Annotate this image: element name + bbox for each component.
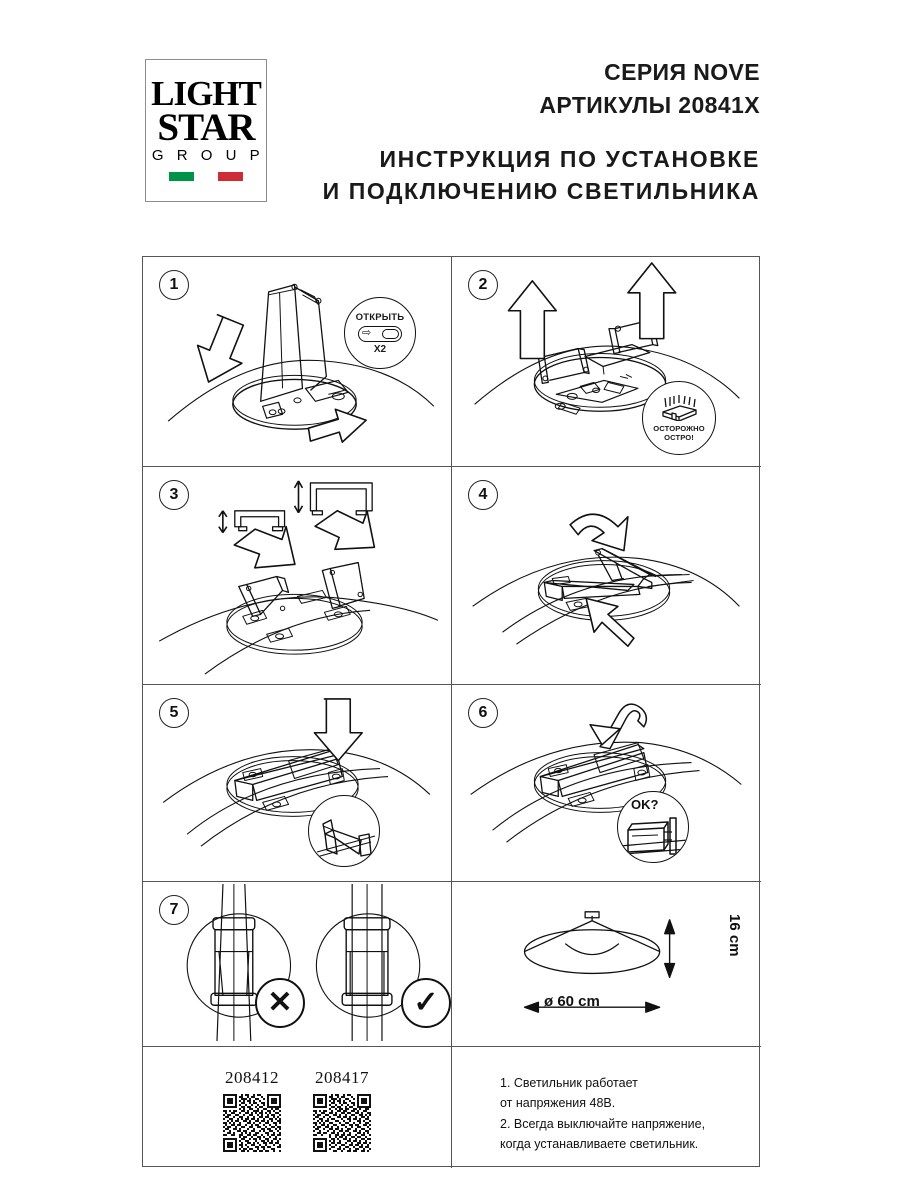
- dimensions-panel: ø 60 cm 16 cm: [452, 882, 761, 1047]
- qr-item[interactable]: 208412: [223, 1068, 281, 1152]
- document-header: LIGHT STAR G R O U P СЕРИЯ NOVE АРТИКУЛЫ…: [0, 0, 902, 240]
- note-line-4: когда устанавливаете светильник.: [500, 1136, 699, 1151]
- title-line-1: ИНСТРУКЦИЯ ПО УСТАНОВКЕ: [379, 145, 760, 172]
- notes-panel: 1. Светильник работает от напряжения 48В…: [452, 1047, 761, 1168]
- series-line: СЕРИЯ NOVE: [604, 59, 760, 85]
- article-line: АРТИКУЛЫ 20841X: [539, 92, 760, 119]
- note-line-1: 1. Светильник работает: [500, 1076, 638, 1090]
- logo-text-star: STAR: [157, 106, 255, 150]
- badge-ok-label: OK?: [631, 797, 659, 812]
- mark-wrong: ✕: [255, 978, 305, 1028]
- step-number-2: 2: [468, 270, 498, 300]
- badge-sharp-line1: ОСТОРОЖНО: [653, 423, 705, 433]
- step-1-illustration: [143, 257, 451, 466]
- note-line-2: от напряжения 48В.: [500, 1096, 616, 1111]
- qr-code-image[interactable]: [313, 1093, 371, 1152]
- logo-text-light: LIGHT: [151, 73, 262, 113]
- step-number-7: 7: [159, 895, 189, 925]
- qr-panel: 208412 208417: [143, 1047, 452, 1168]
- lamp-dimension-drawing: [452, 882, 761, 1046]
- check-icon: ✓: [413, 986, 439, 1019]
- steps-grid: 1: [142, 256, 761, 1168]
- slider-unlock-icon: ⇨: [358, 325, 402, 342]
- step-number-3: 3: [159, 480, 189, 510]
- step-3-illustration: [143, 467, 451, 684]
- italian-flag-icon: [169, 172, 244, 182]
- step-panel-3: 3: [143, 467, 452, 685]
- slider-knob-icon: [382, 328, 399, 339]
- diameter-label: ø 60 cm: [544, 993, 600, 1010]
- sharp-pins-icon: [662, 394, 697, 421]
- qr-item[interactable]: 208417: [313, 1068, 371, 1152]
- qr-code-image[interactable]: [223, 1093, 281, 1152]
- badge-open: ОТКРЫТЬ ⇨ X2: [344, 297, 416, 369]
- step-number-1: 1: [159, 270, 189, 300]
- header-text-block: СЕРИЯ NOVE АРТИКУЛЫ 20841X ИНСТРУКЦИЯ ПО…: [323, 56, 760, 208]
- mark-correct: ✓: [401, 978, 451, 1028]
- height-label: 16 cm: [726, 914, 743, 957]
- step-6-illustration: [452, 685, 761, 881]
- step-7-illustration: [143, 882, 451, 1046]
- step-panel-4: 4: [452, 467, 761, 685]
- step-number-4: 4: [468, 480, 498, 510]
- qr-list: 208412 208417: [143, 1047, 451, 1168]
- qr-label: 208417: [315, 1067, 369, 1087]
- notes-text: 1. Светильник работает от напряжения 48В…: [500, 1073, 751, 1154]
- step-number-6: 6: [468, 698, 498, 728]
- step-5-illustration: [143, 685, 451, 881]
- logo-text-group: G R O U P: [151, 147, 265, 165]
- step-panel-2: 2: [452, 257, 761, 467]
- arrow-right-icon: ⇨: [362, 327, 372, 339]
- step-panel-7: 7: [143, 882, 452, 1047]
- qr-label: 208412: [225, 1067, 279, 1087]
- brand-logo: LIGHT STAR G R O U P: [145, 59, 267, 202]
- step-4-illustration: [452, 467, 761, 684]
- badge-sharp-line2: ОСТРО!: [664, 432, 694, 442]
- step-number-5: 5: [159, 698, 189, 728]
- step-panel-1: 1: [143, 257, 452, 467]
- badge-open-count: X2: [373, 343, 387, 355]
- badge-ok-detail: OK?: [617, 791, 689, 863]
- title-line-2: И ПОДКЛЮЧЕНИЮ СВЕТИЛЬНИКА: [322, 178, 760, 205]
- clip-detail-icon: [312, 819, 376, 859]
- badge-sharp-warning: ОСТОРОЖНО ОСТРО!: [642, 381, 716, 455]
- note-line-3: 2. Всегда выключайте напряжение,: [500, 1116, 706, 1131]
- step-panel-6: 6: [452, 685, 761, 882]
- badge-open-label: ОТКРЫТЬ: [355, 311, 405, 323]
- cross-icon: ✕: [267, 986, 293, 1019]
- badge-clip-detail: [308, 795, 380, 867]
- step-2-illustration: [452, 257, 761, 466]
- step-panel-5: 5: [143, 685, 452, 882]
